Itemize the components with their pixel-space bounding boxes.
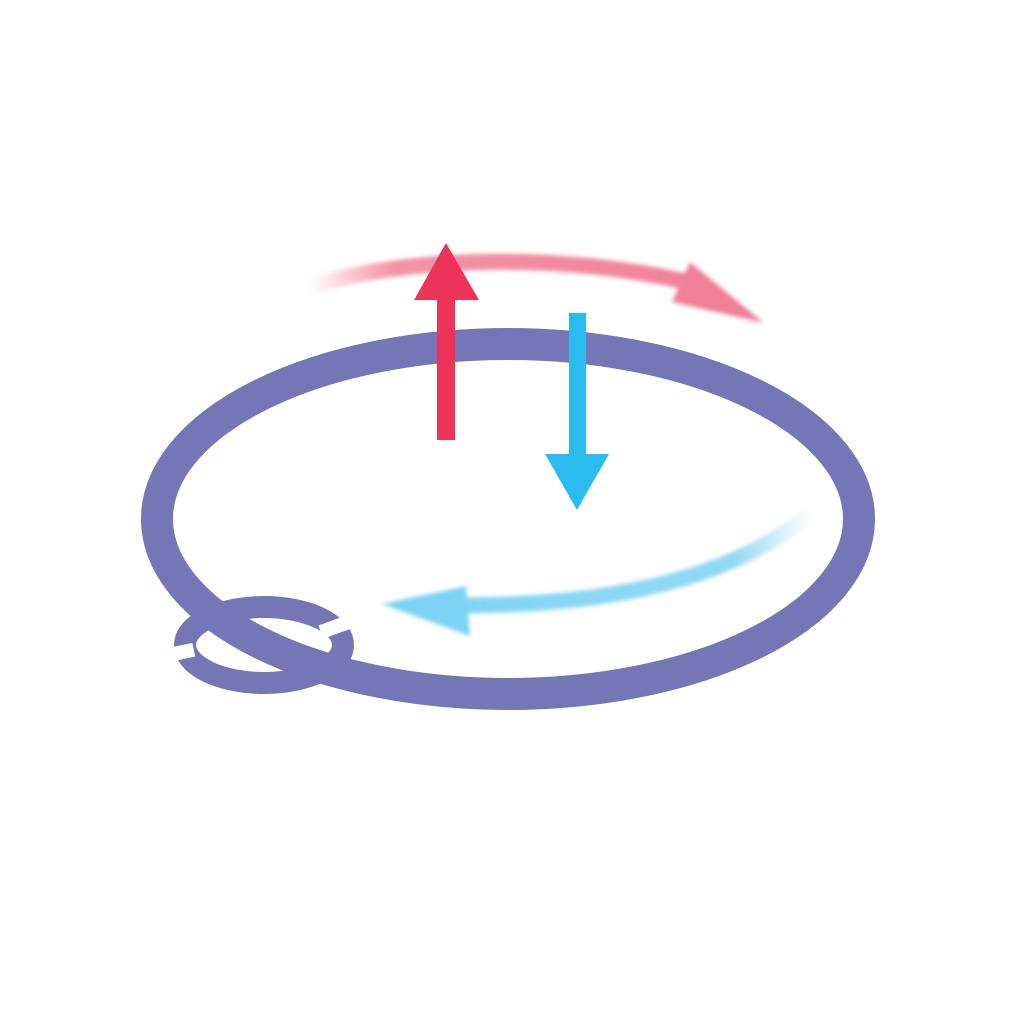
counterclockwise-rotation-arrow — [382, 510, 813, 636]
main-ring — [141, 328, 875, 710]
upward-arrow — [414, 243, 479, 440]
clockwise-rotation-arrow — [304, 253, 764, 323]
small-ring-link — [170, 596, 354, 694]
downward-arrow — [545, 313, 609, 510]
